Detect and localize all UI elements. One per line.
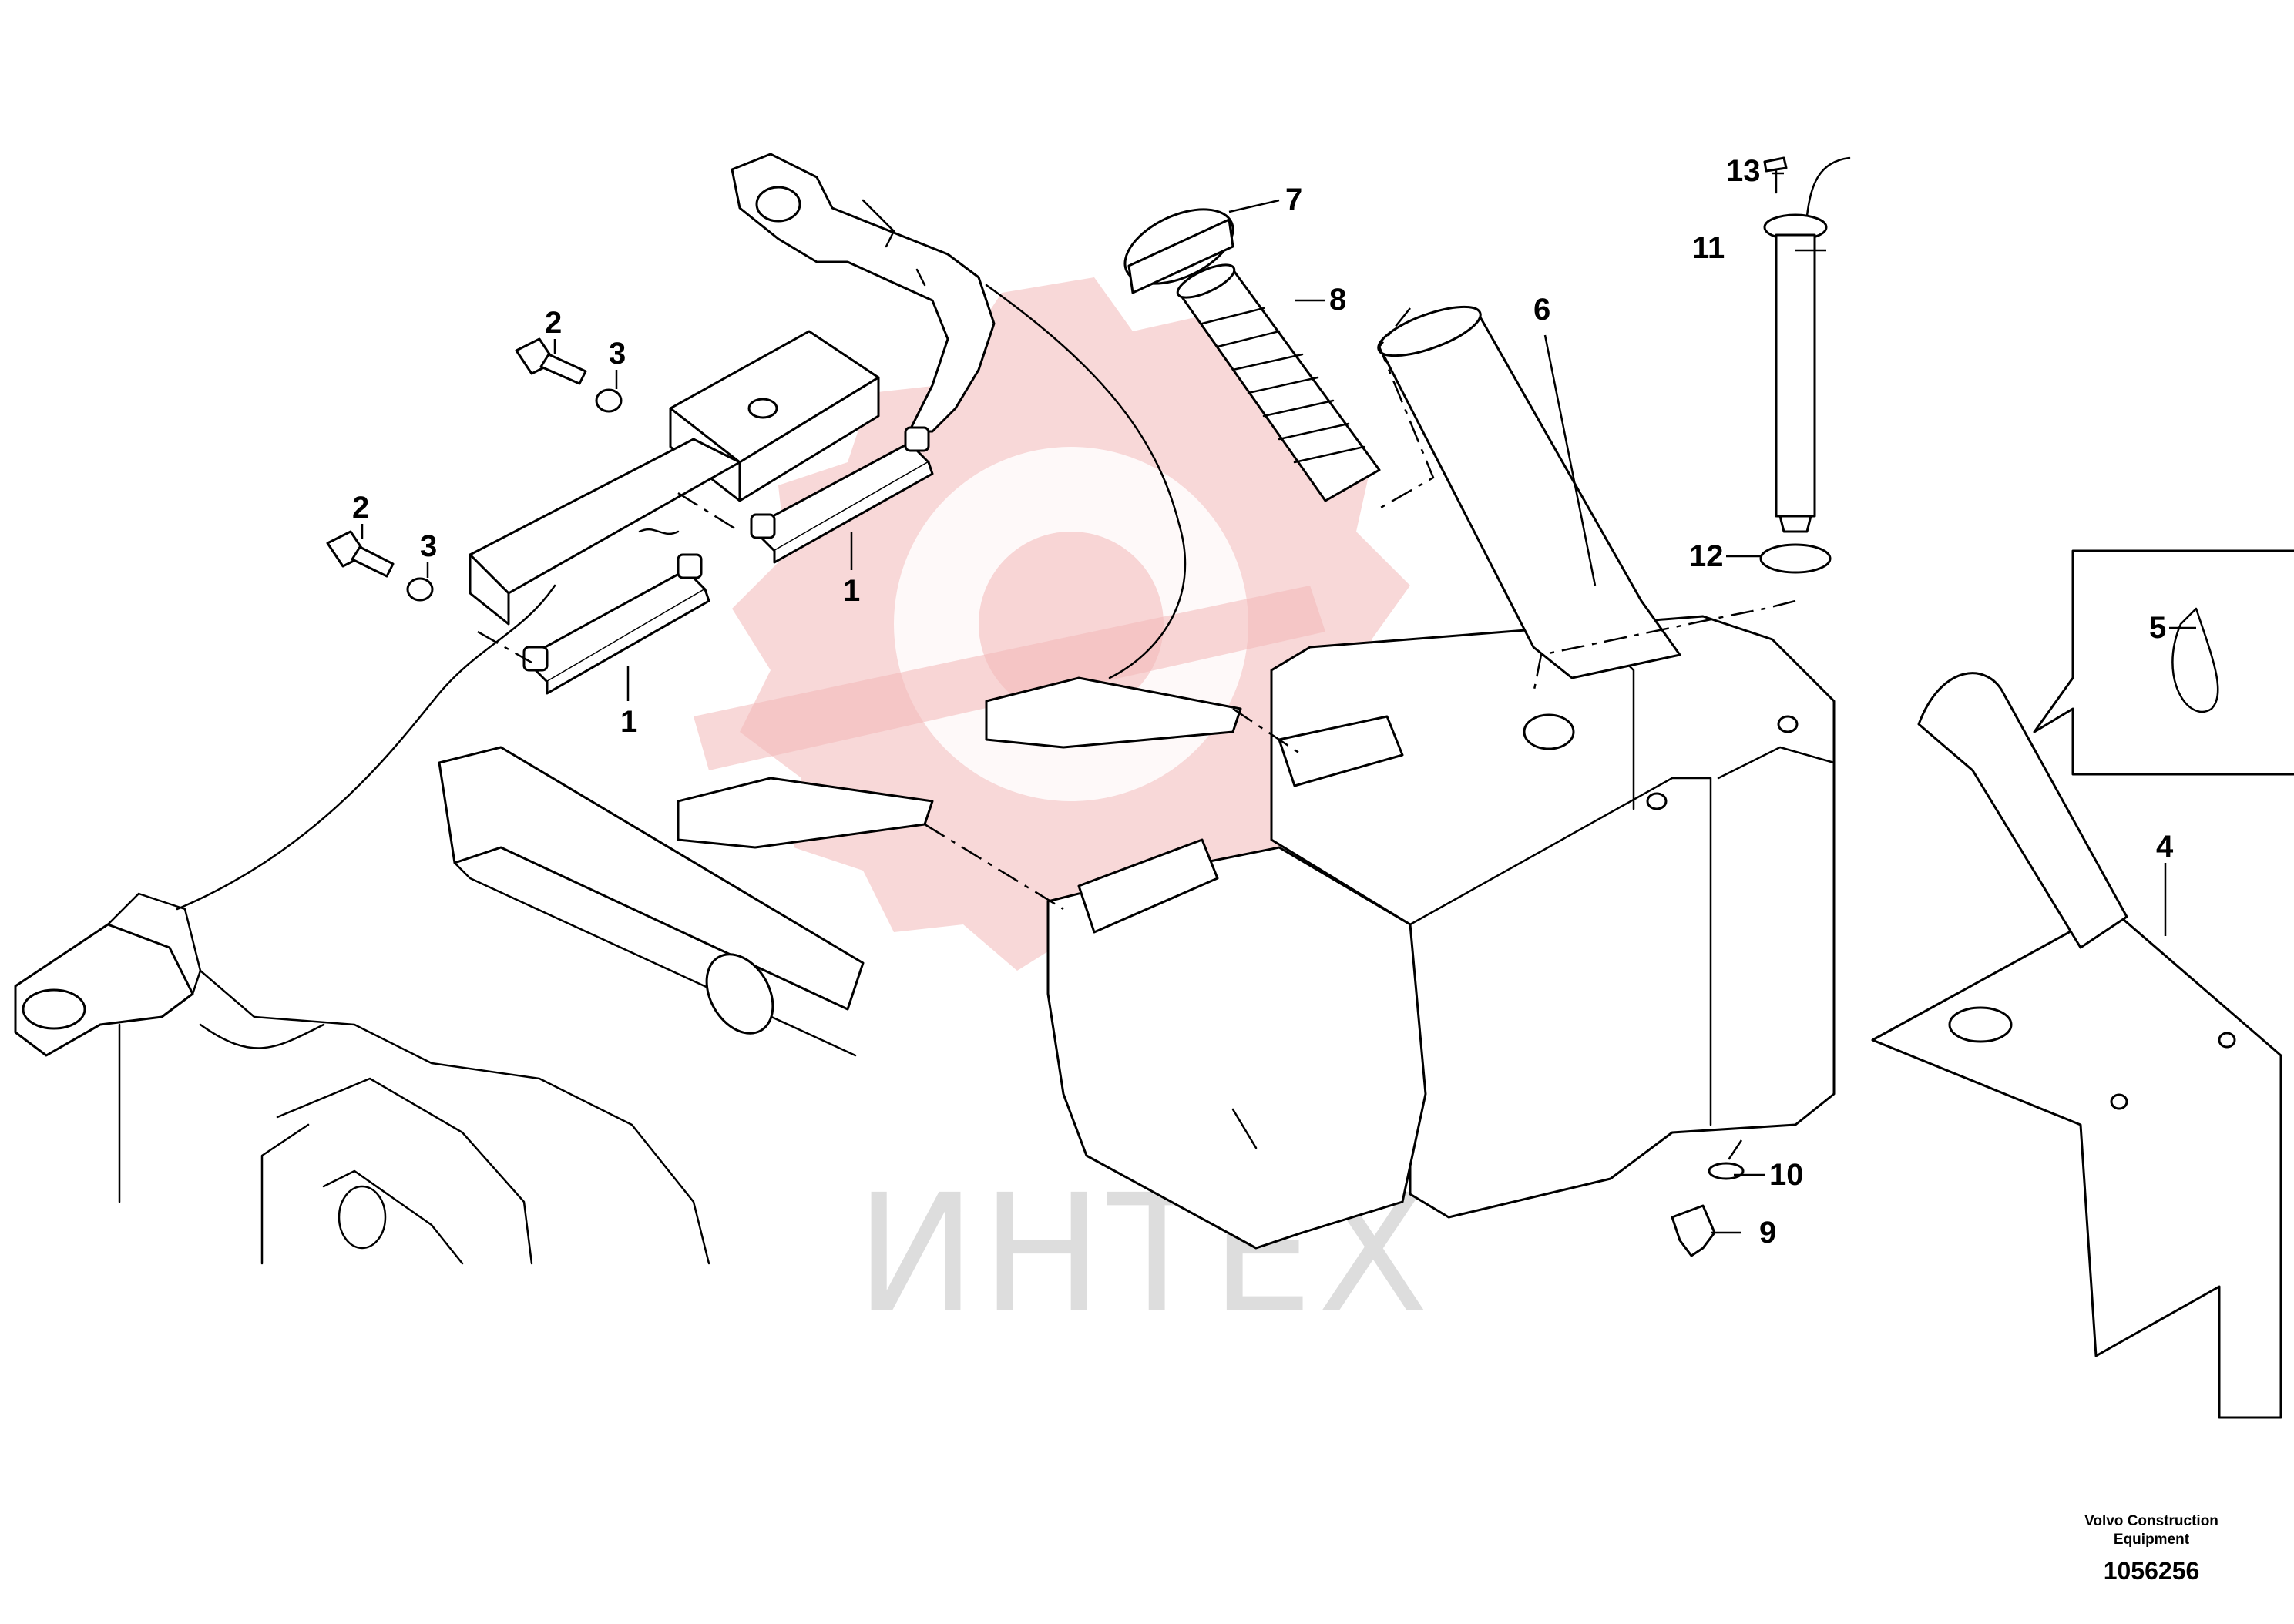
callout-13: 13 (1726, 154, 1761, 188)
level-sensor (1763, 156, 1851, 533)
tank-bracket (731, 153, 1187, 679)
document-number: 1056256 (2104, 1557, 2200, 1585)
bolt-lower (326, 530, 395, 578)
drain-plug (1671, 1204, 1716, 1257)
sensor-gasket (1759, 543, 1832, 574)
callout-2-lower: 2 (352, 491, 369, 525)
callout-1-lower: 1 (620, 705, 637, 739)
filler-neck (1377, 305, 1681, 679)
callout-4: 4 (2156, 830, 2174, 864)
sensor-screw (1763, 156, 1788, 194)
callout-10: 10 (1769, 1158, 1804, 1192)
assembly-lines (477, 307, 1796, 1164)
callout-7: 7 (1285, 183, 1302, 216)
callout-6: 6 (1533, 293, 1550, 327)
washer-upper (595, 388, 623, 413)
washer-fluid-tank (1046, 615, 1836, 1250)
mount-pad-upper (985, 676, 1242, 749)
brand-line-1: Volvo Construction (2084, 1513, 2218, 1529)
support-bar (469, 330, 880, 626)
callout-labels: 2 3 2 3 1 1 7 8 6 13 11 12 5 4 10 9 (352, 154, 2174, 1250)
strap-upper (750, 426, 934, 564)
washer-lower (406, 577, 434, 602)
filler-cap (1123, 208, 1234, 294)
leader-lines (361, 172, 2196, 1234)
callout-2-upper: 2 (545, 306, 562, 340)
machine-frame (14, 584, 865, 1265)
drawing-title-block: Volvo Construction Equipment 1056256 (2084, 1513, 2218, 1585)
filler-strainer (1176, 263, 1381, 502)
callout-9: 9 (1759, 1216, 1776, 1250)
detail-box (2033, 549, 2294, 776)
callout-1-upper: 1 (843, 574, 860, 608)
callout-12: 12 (1689, 539, 1724, 573)
callout-3-lower: 3 (420, 529, 437, 563)
callout-5: 5 (2149, 611, 2166, 645)
callout-3-upper: 3 (609, 337, 626, 371)
mounting-plate (1871, 672, 2282, 1419)
callout-11: 11 (1692, 231, 1725, 265)
strap-lower (522, 553, 710, 695)
o-ring (1708, 1162, 1745, 1180)
bolt-upper (515, 337, 587, 385)
brand-line-2: Equipment (2114, 1532, 2190, 1548)
callout-8: 8 (1329, 283, 1346, 317)
